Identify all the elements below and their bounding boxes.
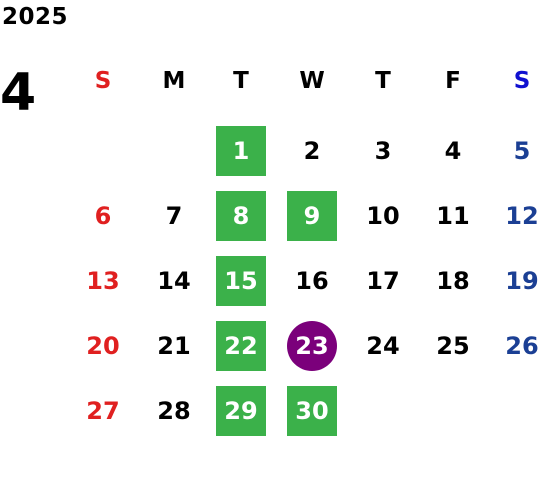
weekday-header: S xyxy=(94,67,112,94)
day-cell[interactable]: 10 xyxy=(366,202,400,230)
day-cell[interactable]: 12 xyxy=(505,202,539,230)
day-cell[interactable]: 18 xyxy=(436,267,470,295)
day-cell-highlighted[interactable]: 15 xyxy=(216,256,266,306)
day-cell[interactable]: 2 xyxy=(303,137,321,165)
day-cell[interactable]: 17 xyxy=(366,267,400,295)
month-label: 4 xyxy=(0,63,37,123)
weekday-header: F xyxy=(445,67,461,94)
day-cell[interactable]: 28 xyxy=(157,397,191,425)
day-cell[interactable]: 20 xyxy=(86,332,120,360)
day-cell[interactable]: 4 xyxy=(444,137,462,165)
day-cell[interactable]: 26 xyxy=(505,332,539,360)
day-cell-highlighted[interactable]: 9 xyxy=(287,191,337,241)
day-cell[interactable]: 3 xyxy=(374,137,392,165)
day-cell[interactable]: 7 xyxy=(165,202,183,230)
day-cell-today[interactable]: 23 xyxy=(287,321,337,371)
weekday-header: S xyxy=(513,67,531,94)
day-cell[interactable]: 16 xyxy=(295,267,329,295)
day-cell-highlighted[interactable]: 8 xyxy=(216,191,266,241)
day-cell-highlighted[interactable]: 30 xyxy=(287,386,337,436)
day-cell[interactable]: 11 xyxy=(436,202,470,230)
day-cell[interactable]: 6 xyxy=(94,202,112,230)
day-cell[interactable]: 5 xyxy=(513,137,531,165)
day-cell[interactable]: 19 xyxy=(505,267,539,295)
weekday-header: W xyxy=(299,67,325,94)
day-cell[interactable]: 25 xyxy=(436,332,470,360)
day-cell-highlighted[interactable]: 22 xyxy=(216,321,266,371)
year-label: 2025 xyxy=(2,4,69,30)
day-cell[interactable]: 21 xyxy=(157,332,191,360)
day-cell[interactable]: 13 xyxy=(86,267,120,295)
weekday-header: T xyxy=(233,67,249,94)
day-cell-highlighted[interactable]: 1 xyxy=(216,126,266,176)
day-cell-highlighted[interactable]: 29 xyxy=(216,386,266,436)
weekday-header: T xyxy=(375,67,391,94)
day-cell[interactable]: 24 xyxy=(366,332,400,360)
weekday-header: M xyxy=(162,67,186,94)
day-cell[interactable]: 27 xyxy=(86,397,120,425)
day-cell[interactable]: 14 xyxy=(157,267,191,295)
